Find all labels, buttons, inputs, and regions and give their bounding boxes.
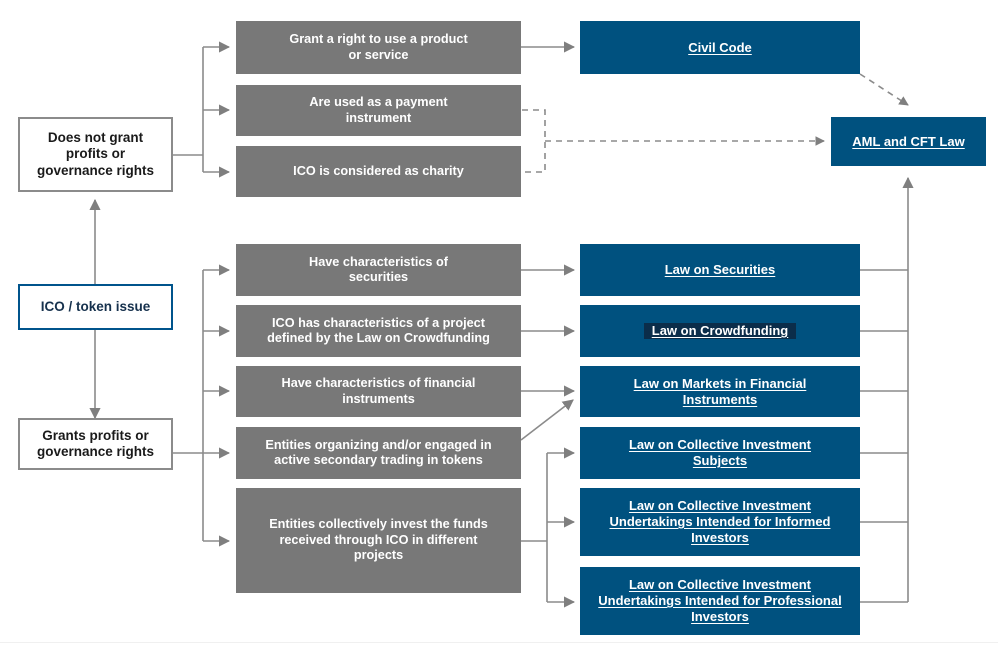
law-box-crowdfunding[interactable]: Law on Crowdfunding [580,305,860,357]
condition-box-financial-instruments[interactable]: Have characteristics of financial instru… [236,366,521,417]
root-label: ICO / token issue [40,298,151,314]
condition-box-charity[interactable]: ICO is considered as charity [236,146,521,197]
branch-box-grants-profits[interactable]: Grants profits or governance rights [18,418,173,470]
law-box-collective-investment-subjects[interactable]: Law on Collective Investment Subjects [580,427,860,479]
law-label-civil-code: Civil Code [688,39,752,55]
condition-label-7: Entities organizing and/or engaged in ac… [265,437,492,467]
edge-civil-code-to-aml [859,73,909,106]
law-label-markets-financial-instruments: Law on Markets in Financial Instruments [633,375,807,407]
branch-label-grants-profits: Grants profits or governance rights [36,427,155,459]
law-box-securities[interactable]: Law on Securities [580,244,860,296]
condition-box-crowdfunding-project[interactable]: ICO has characteristics of a project def… [236,305,521,357]
law-box-informed-investors[interactable]: Law on Collective Investment Undertaking… [580,488,860,556]
edge-c7-to-markets [520,399,574,441]
condition-box-securities-characteristics[interactable]: Have characteristics of securities [236,244,521,296]
condition-box-payment-instrument[interactable]: Are used as a payment instrument [236,85,521,136]
condition-box-grant-right-to-use[interactable]: Grant a right to use a product or servic… [236,21,521,74]
law-box-markets-financial-instruments[interactable]: Law on Markets in Financial Instruments [580,366,860,417]
condition-label-5: ICO has characteristics of a project def… [267,315,490,345]
branch-label-does-not-grant: Does not grant profits or governance rig… [36,129,155,178]
condition-label-8: Entities collectively invest the funds r… [269,517,488,563]
condition-label-3: ICO is considered as charity [293,163,464,178]
condition-label-1: Grant a right to use a product or servic… [289,32,468,62]
law-label-collective-investment-subjects: Law on Collective Investment Subjects [628,437,812,468]
bottom-rule [0,642,998,643]
condition-label-6: Have characteristics of financial instru… [281,376,476,406]
law-label-aml-cft: AML and CFT Law [852,133,965,149]
condition-box-collective-invest[interactable]: Entities collectively invest the funds r… [236,488,521,593]
law-box-professional-investors[interactable]: Law on Collective Investment Undertaking… [580,567,860,635]
edge-dashed-bracket [522,109,546,173]
condition-box-secondary-trading[interactable]: Entities organizing and/or engaged in ac… [236,427,521,479]
law-label-securities: Law on Securities [664,262,776,278]
condition-label-2: Are used as a payment instrument [309,95,448,125]
law-label-crowdfunding: Law on Crowdfunding [643,323,797,339]
law-label-professional-investors: Law on Collective Investment Undertaking… [598,577,842,624]
condition-label-4: Have characteristics of securities [309,254,448,284]
law-box-civil-code[interactable]: Civil Code [580,21,860,74]
law-label-informed-investors: Law on Collective Investment Undertaking… [609,498,831,545]
root-box-ico-token-issue[interactable]: ICO / token issue [18,284,173,330]
branch-box-does-not-grant[interactable]: Does not grant profits or governance rig… [18,117,173,192]
law-box-aml-cft[interactable]: AML and CFT Law [831,117,986,166]
